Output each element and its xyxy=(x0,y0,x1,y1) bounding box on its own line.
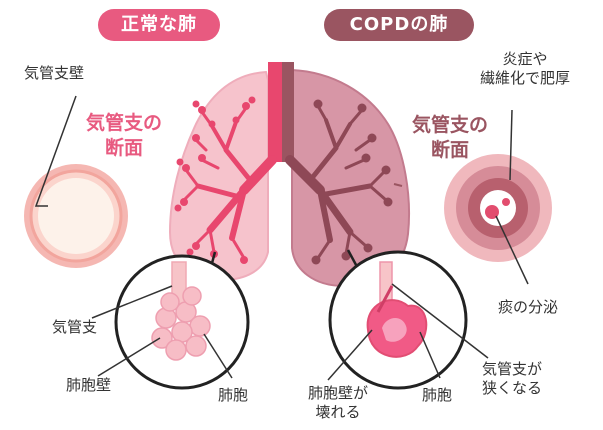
normal-bronchial-tree xyxy=(182,106,277,260)
normal-section-heading: 気管支の 断面 xyxy=(74,111,174,161)
sputum-pointer xyxy=(495,215,529,285)
alveolar-wall-broken-label: 肺胞壁が 壊れる xyxy=(298,384,378,422)
normal-section-heading-line1: 気管支の xyxy=(85,112,162,134)
normal-trachea xyxy=(268,62,282,162)
thickening-pointer xyxy=(509,109,513,181)
normal-lung-title: 正常な肺 xyxy=(98,9,220,41)
copd-bronchus-cross-section xyxy=(444,154,552,262)
thickening-label: 炎症や 繊維化で肥厚 xyxy=(470,50,580,88)
bronchus-narrow-label-line1: 気管支が xyxy=(482,360,543,378)
bronchial-wall-pointer xyxy=(34,95,77,207)
copd-section-heading-line2: 断面 xyxy=(430,139,469,161)
alveolar-wall-broken-label-line2: 壊れる xyxy=(315,403,361,421)
copd-alveoli-magnifier xyxy=(327,249,489,390)
alveolar-wall-label: 肺胞壁 xyxy=(66,376,112,394)
copd-section-heading-line1: 気管支の xyxy=(411,114,488,136)
copd-section-heading: 気管支の 断面 xyxy=(400,113,500,163)
alveolus-label-left: 肺胞 xyxy=(218,386,249,404)
alveolus-label-right: 肺胞 xyxy=(422,386,453,404)
normal-section-heading-line2: 断面 xyxy=(104,137,143,159)
bronchus-narrow-label: 気管支が 狭くなる xyxy=(482,360,542,398)
thickening-label-line1: 炎症や xyxy=(502,50,548,68)
copd-lung-shape xyxy=(291,68,411,288)
bronchus-label: 気管支 xyxy=(52,318,98,336)
bronchus-narrow-label-line2: 狭くなる xyxy=(482,379,543,397)
copd-trachea xyxy=(282,62,294,162)
sputum-label: 痰の分泌 xyxy=(498,298,559,316)
copd-alveoli-clusters xyxy=(311,99,393,265)
bronchial-wall-label: 気管支壁 xyxy=(24,64,85,82)
normal-bronchus-cross-section xyxy=(24,164,128,268)
thickening-label-line2: 繊維化で肥厚 xyxy=(479,69,570,87)
alveolar-wall-broken-label-line1: 肺胞壁が xyxy=(307,384,368,402)
copd-bronchial-tree xyxy=(285,104,388,260)
normal-alveoli-magnifier xyxy=(91,251,250,390)
copd-lung-title: COPDの肺 xyxy=(324,9,474,41)
normal-alveoli-clusters xyxy=(174,96,256,264)
normal-lung-shape xyxy=(168,70,269,282)
